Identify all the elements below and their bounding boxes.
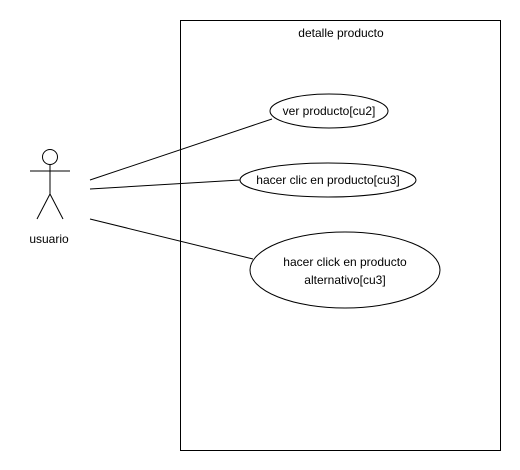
use-case-label: ver producto[cu2]	[283, 104, 376, 118]
use-case-cu2: ver producto[cu2]	[269, 93, 389, 129]
system-boundary-title: detalle producto	[298, 26, 384, 40]
actor-usuario: usuario	[29, 149, 70, 246]
actor-head	[42, 149, 58, 165]
association-line-cu3-clic	[89, 179, 241, 190]
association-line-cu3-alt	[89, 218, 254, 260]
use-case-label: hacer clic en producto[cu3]	[256, 173, 399, 187]
actor-right-leg	[49, 193, 64, 220]
use-case-label-line-2: alternativo[cu3]	[304, 273, 385, 287]
use-case-cu3-clic: hacer clic en producto[cu3]	[239, 162, 417, 198]
actor-left-leg	[36, 193, 51, 220]
actor-label: usuario	[29, 232, 69, 246]
use-case-ellipse	[239, 162, 417, 198]
use-case-ellipse	[249, 231, 441, 309]
use-case-ellipse	[269, 93, 389, 129]
use-case-label-line-1: hacer click en producto	[283, 255, 407, 269]
association-line-cu2	[89, 118, 273, 181]
use-case-cu3-alt: hacer click en producto alternativo[cu3]	[249, 231, 441, 309]
